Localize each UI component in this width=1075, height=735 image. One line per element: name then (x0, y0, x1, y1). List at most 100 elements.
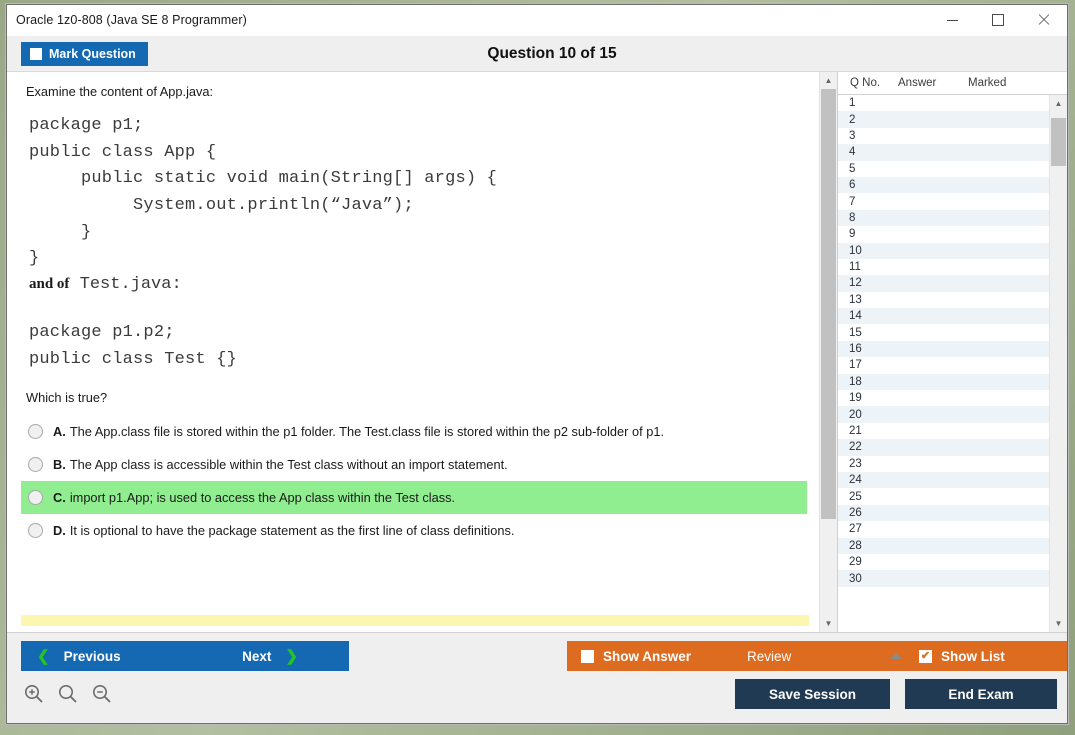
answer-letter-a: A. (53, 423, 66, 439)
next-button-label: Next (242, 648, 272, 664)
row-question-number: 1 (849, 97, 856, 110)
save-session-label: Save Session (768, 686, 857, 702)
scroll-down-arrow-icon[interactable]: ▼ (820, 615, 837, 632)
column-header-answer: Answer (898, 77, 937, 89)
footer-toolbar: ❮ Previous Next ❯ Show Answer Review ✔ S… (7, 632, 1067, 723)
question-list-row[interactable]: 4 (838, 144, 1049, 161)
mark-question-checkbox-icon (30, 47, 42, 60)
question-list-row[interactable]: 22 (838, 439, 1049, 456)
question-list-row[interactable]: 9 (838, 226, 1049, 243)
answer-option-d[interactable]: D. It is optional to have the package st… (21, 514, 807, 547)
minimize-button[interactable] (929, 5, 975, 35)
question-list-row[interactable]: 21 (838, 422, 1049, 440)
list-scroll-up-arrow-icon[interactable]: ▲ (1050, 95, 1067, 112)
list-scrollbar-thumb[interactable] (1051, 118, 1066, 166)
row-question-number: 12 (849, 277, 862, 290)
answer-text-b: The App class is accessible within the T… (69, 456, 508, 472)
question-list-row[interactable]: 20 (838, 406, 1049, 423)
question-list-row[interactable]: 1 (838, 95, 1049, 112)
question-list-row[interactable]: 8 (838, 209, 1049, 227)
show-answer-button[interactable]: Show Answer (567, 641, 736, 671)
question-list-row[interactable]: 3 (838, 127, 1049, 145)
row-question-number: 8 (849, 211, 856, 224)
row-question-number: 11 (849, 261, 861, 274)
question-list-row[interactable]: 7 (838, 193, 1049, 210)
list-scroll-down-arrow-icon[interactable]: ▼ (1050, 615, 1067, 632)
row-question-number: 6 (849, 179, 856, 192)
show-answer-checkbox-icon (581, 649, 594, 663)
question-list-row[interactable]: 2 (838, 111, 1049, 128)
question-list-row[interactable]: 30 (838, 570, 1049, 587)
question-list-row[interactable]: 29 (838, 553, 1049, 571)
question-list-row[interactable]: 26 (838, 504, 1049, 522)
next-button[interactable]: Next ❯ (191, 641, 349, 671)
row-question-number: 18 (849, 375, 862, 388)
explanation-strip (21, 615, 809, 626)
show-answer-label: Show Answer (603, 648, 692, 664)
column-header-marked: Marked (968, 77, 1007, 89)
end-exam-button[interactable]: End Exam (905, 679, 1057, 709)
scrollbar-thumb[interactable] (821, 89, 836, 519)
code-block-test-java: package p1.p2; public class Test {} (29, 323, 238, 369)
question-list-row[interactable]: 17 (838, 357, 1049, 374)
row-question-number: 13 (849, 293, 862, 306)
maximize-button[interactable] (975, 5, 1021, 35)
previous-button-label: Previous (63, 648, 121, 664)
scroll-up-arrow-icon[interactable]: ▲ (820, 72, 837, 89)
zoom-in-icon[interactable] (23, 683, 45, 705)
row-question-number: 30 (849, 572, 862, 585)
answer-option-b[interactable]: B. The App class is accessible within th… (21, 448, 807, 481)
list-scrollbar-track[interactable] (1050, 112, 1067, 615)
answer-options-list: A. The App.class file is stored within t… (21, 415, 807, 547)
question-list-row[interactable]: 28 (838, 537, 1049, 554)
radio-button-c[interactable] (28, 489, 43, 505)
question-list-row[interactable]: 16 (838, 340, 1049, 358)
close-button[interactable] (1021, 5, 1067, 35)
answer-text-d: It is optional to have the package state… (69, 522, 515, 538)
answer-option-a[interactable]: A. The App.class file is stored within t… (21, 415, 807, 448)
answer-option-c[interactable]: C. import p1.App; is used to access the … (21, 480, 807, 514)
previous-button[interactable]: ❮ Previous (21, 641, 195, 671)
question-list-row[interactable]: 12 (838, 275, 1049, 292)
mark-question-button[interactable]: Mark Question (21, 41, 148, 66)
chevron-right-icon: ❯ (285, 648, 298, 665)
show-list-button[interactable]: ✔ Show List (905, 641, 1067, 671)
zoom-reset-icon[interactable] (57, 683, 79, 705)
question-list-row[interactable]: 19 (838, 390, 1049, 407)
radio-button-a[interactable] (28, 423, 43, 439)
code-block-app-java: package p1; public class App { public st… (29, 116, 498, 269)
question-pane-wrapper: Examine the content of App.java: package… (7, 72, 838, 632)
radio-button-d[interactable] (28, 522, 43, 538)
zoom-toolbar (23, 683, 113, 705)
review-dropdown[interactable]: Review (735, 641, 914, 671)
question-pane-scrollbar[interactable]: ▲ ▼ (819, 72, 837, 632)
question-list-row[interactable]: 18 (838, 373, 1049, 391)
radio-button-b[interactable] (28, 456, 43, 472)
question-list-row[interactable]: 10 (838, 242, 1049, 259)
scrollbar-track[interactable] (820, 89, 837, 615)
question-list-row[interactable]: 23 (838, 455, 1049, 472)
row-question-number: 26 (849, 506, 862, 519)
answer-letter-b: B. (53, 456, 66, 472)
question-list-row[interactable]: 6 (838, 176, 1049, 194)
and-of-label: and of (29, 276, 70, 293)
question-list-row[interactable]: 14 (838, 308, 1049, 325)
chevron-up-icon (890, 653, 902, 659)
question-intro-text: Examine the content of App.java: (26, 84, 214, 99)
row-question-number: 5 (849, 162, 856, 175)
question-header-bar: Mark Question Question 10 of 15 (7, 36, 1067, 72)
question-list-row[interactable]: 13 (838, 291, 1049, 309)
question-list-row[interactable]: 5 (838, 160, 1049, 177)
zoom-out-icon[interactable] (91, 683, 113, 705)
question-list-row[interactable]: 24 (838, 471, 1049, 489)
row-question-number: 28 (849, 539, 862, 552)
main-body: Examine the content of App.java: package… (7, 72, 1067, 632)
question-list-row[interactable]: 11 (838, 258, 1049, 276)
question-list-row[interactable]: 27 (838, 521, 1049, 538)
question-list-scrollbar[interactable]: ▲ ▼ (1049, 95, 1067, 632)
question-list-row[interactable]: 15 (838, 324, 1049, 341)
question-list-row[interactable]: 25 (838, 488, 1049, 505)
save-session-button[interactable]: Save Session (735, 679, 890, 709)
